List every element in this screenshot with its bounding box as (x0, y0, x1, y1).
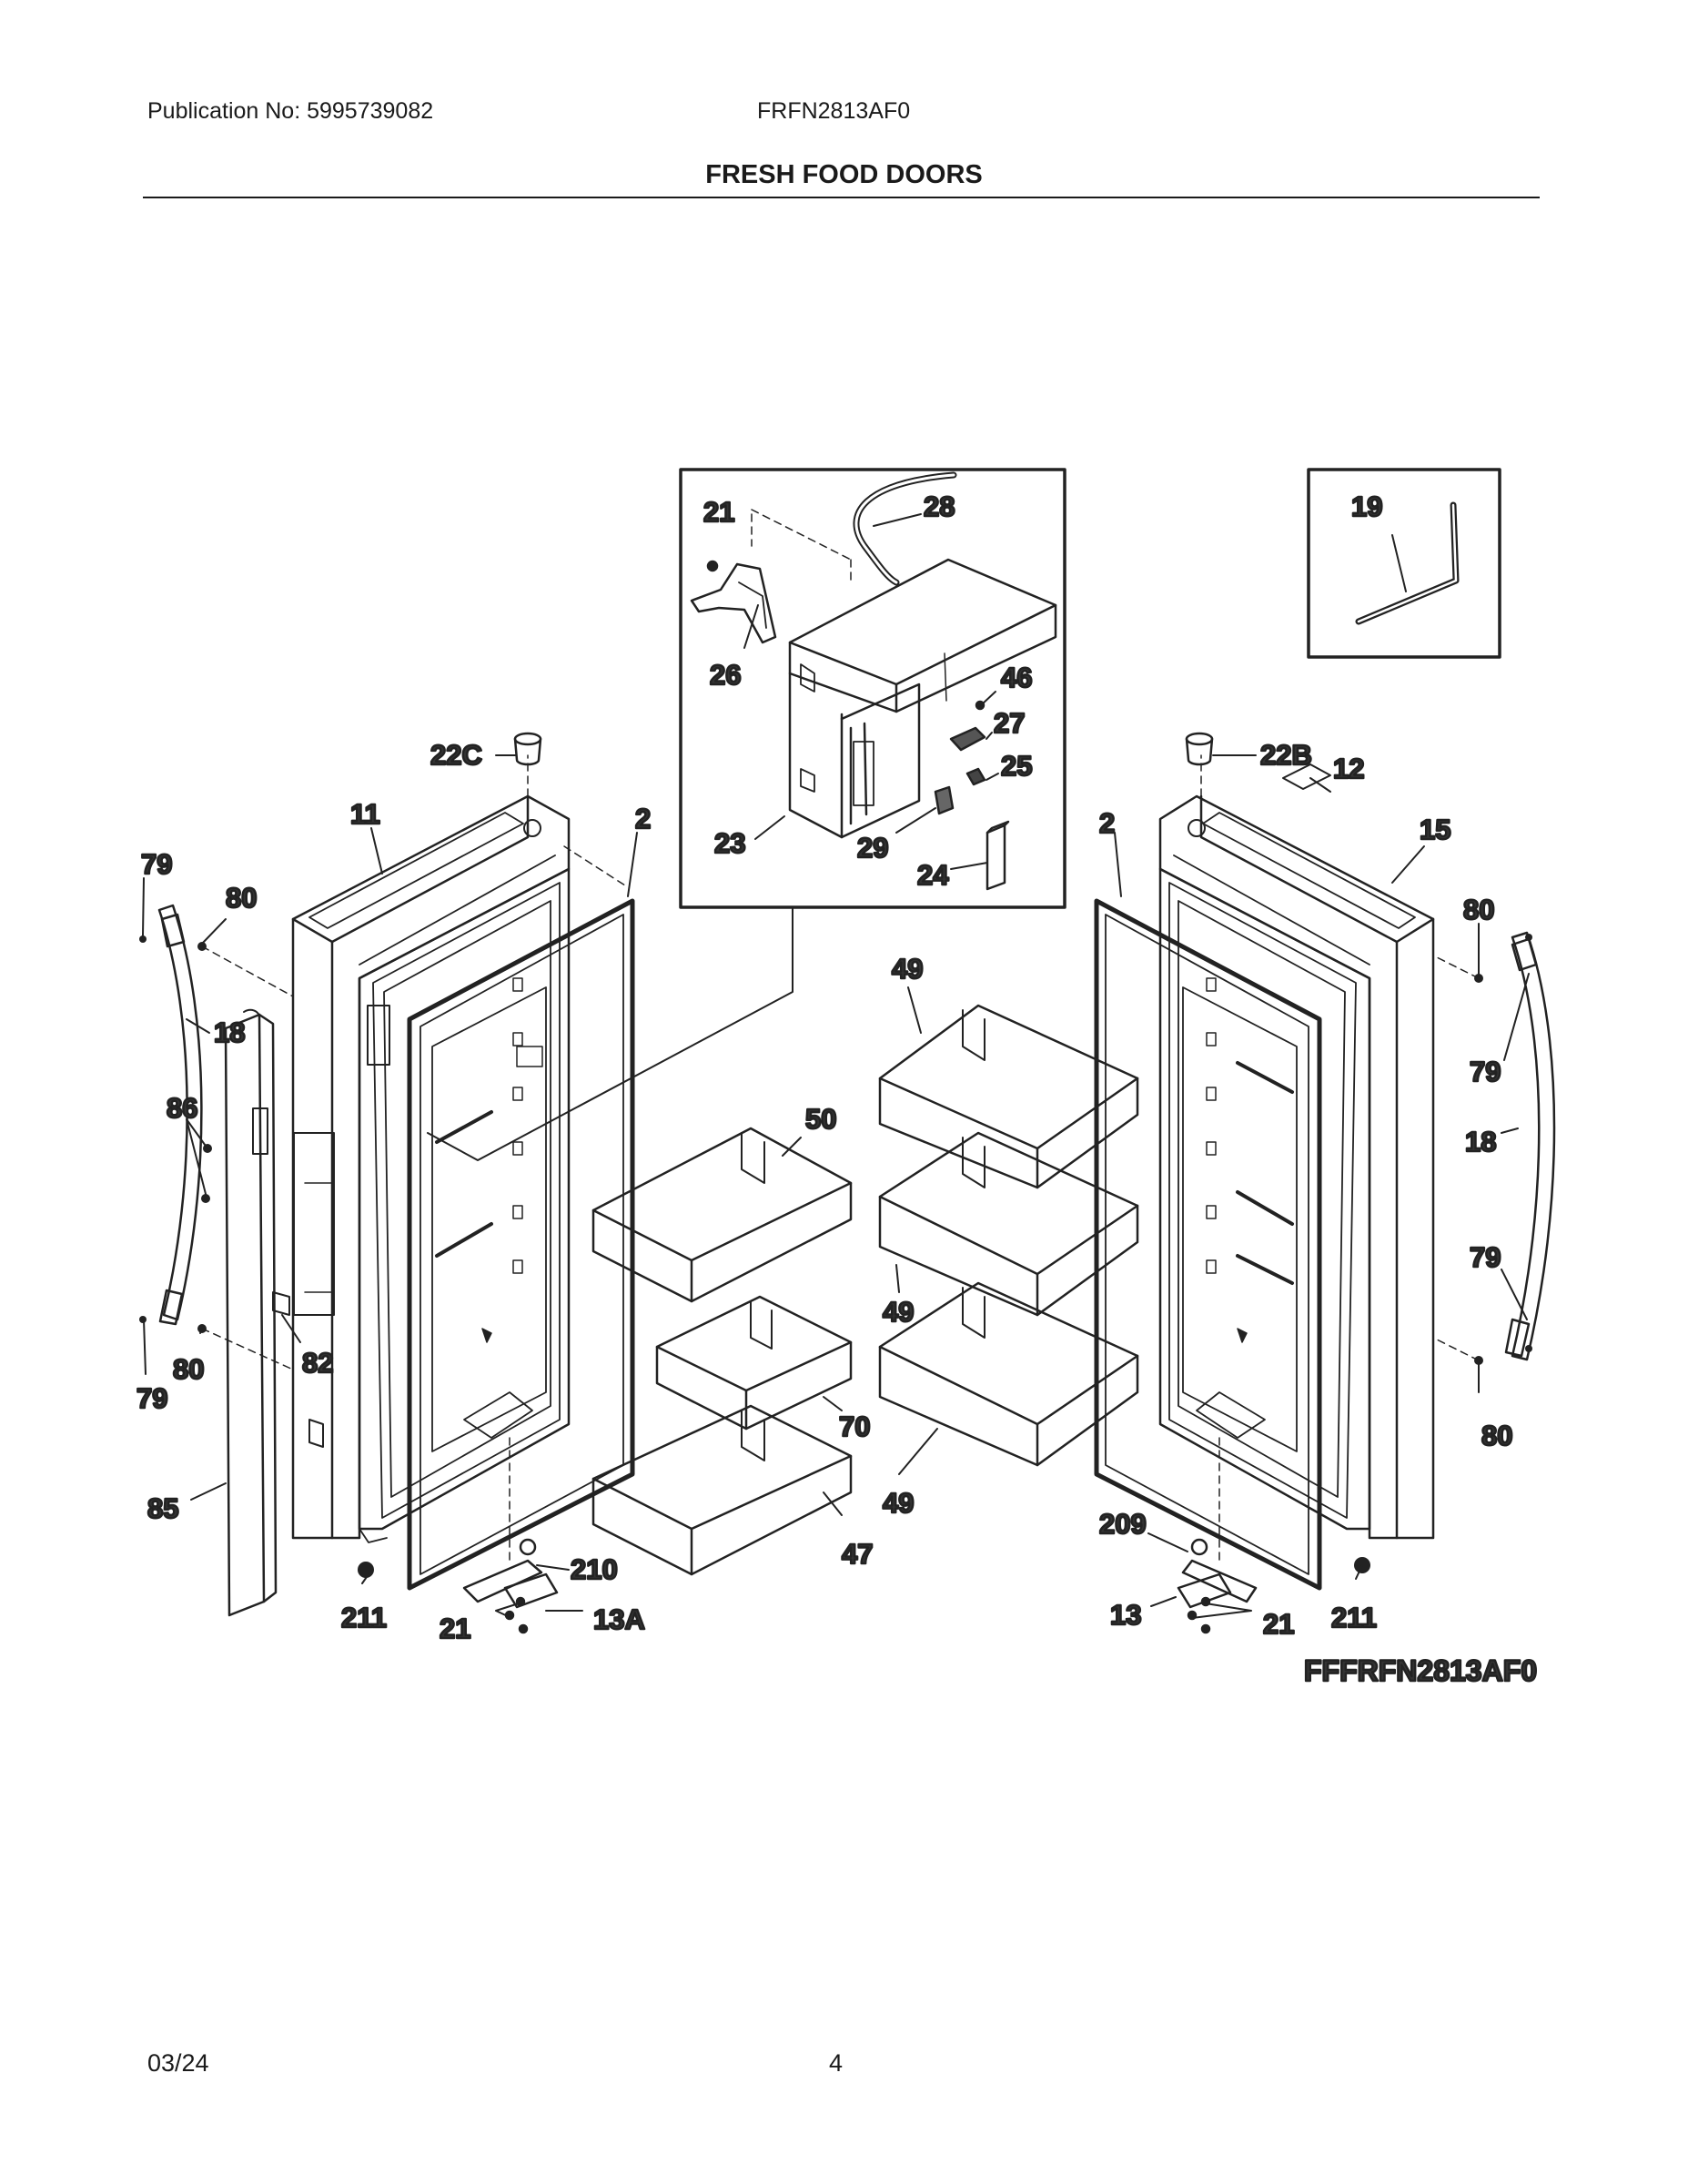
callout-80-a: 80 (226, 882, 257, 914)
left-hinge (462, 1538, 559, 1634)
callout-21-left: 21 (440, 1613, 470, 1644)
callout-29: 29 (857, 832, 888, 864)
callout-209: 209 (1099, 1508, 1147, 1540)
callout-2-left: 2 (635, 803, 651, 834)
callout-79-a: 79 (141, 848, 172, 880)
callout-13: 13 (1110, 1599, 1141, 1631)
callout-47: 47 (842, 1538, 873, 1570)
callout-13a: 13A (593, 1603, 645, 1635)
callout-85: 85 (147, 1492, 178, 1524)
callout-70: 70 (839, 1410, 870, 1442)
callout-labels: 21 28 26 46 27 25 23 29 24 19 22C 22B 12… (136, 490, 1539, 1689)
callout-79-c: 79 (1470, 1056, 1501, 1087)
callout-80-b: 80 (173, 1353, 204, 1385)
cap-22b (1185, 732, 1214, 766)
callout-50: 50 (805, 1103, 836, 1135)
callout-79-b: 79 (136, 1382, 167, 1414)
callout-11: 11 (350, 798, 380, 830)
callout-80-c: 80 (1463, 894, 1494, 925)
section-title: FRESH FOOD DOORS (705, 160, 983, 189)
callout-25: 25 (1001, 750, 1032, 782)
callout-18-right: 18 (1465, 1126, 1496, 1158)
callout-18-left: 18 (214, 1016, 245, 1048)
callout-27: 27 (994, 707, 1025, 739)
callout-49-bottom: 49 (883, 1487, 914, 1519)
callout-46: 46 (1001, 662, 1032, 693)
right-door (1094, 794, 1435, 1591)
callout-49-mid: 49 (883, 1296, 914, 1328)
callout-211-left: 211 (341, 1602, 387, 1633)
right-handle (1504, 931, 1556, 1361)
publication-number: Publication No: 5995739082 (147, 98, 434, 124)
callout-24: 24 (917, 859, 949, 891)
callout-21: 21 (703, 496, 734, 528)
callout-2-right: 2 (1099, 807, 1115, 839)
callout-15: 15 (1420, 814, 1450, 845)
callout-21-right: 21 (1263, 1608, 1294, 1640)
callout-210: 210 (571, 1553, 618, 1585)
dispenser-inset (679, 468, 1066, 909)
callout-23: 23 (714, 827, 745, 859)
right-hinge (1177, 1538, 1258, 1634)
callout-28: 28 (924, 490, 955, 522)
cap-22c (513, 732, 542, 766)
header-rule (143, 197, 1540, 198)
callout-19: 19 (1351, 490, 1382, 522)
callout-80-d: 80 (1481, 1420, 1512, 1451)
page-number: 4 (829, 2049, 844, 2077)
callout-211-right: 211 (1331, 1602, 1377, 1633)
callout-26: 26 (710, 659, 741, 691)
wrench-inset (1307, 468, 1501, 659)
callout-82: 82 (302, 1347, 333, 1379)
left-door (291, 794, 635, 1591)
callout-12: 12 (1333, 753, 1364, 784)
left-handle (157, 904, 203, 1326)
callout-79-d: 79 (1470, 1241, 1501, 1273)
callout-49-top: 49 (892, 953, 923, 985)
model-number: FRFN2813AF0 (757, 98, 911, 124)
callout-22b: 22B (1260, 739, 1312, 771)
footer-date: 03/24 (147, 2049, 209, 2077)
diagram-code: FFFRFN2813AF0 (1304, 1654, 1537, 1687)
callout-86: 86 (167, 1092, 197, 1124)
left-trim (224, 1008, 324, 1617)
door-bins (591, 1004, 1139, 1576)
callout-22c: 22C (430, 739, 482, 771)
